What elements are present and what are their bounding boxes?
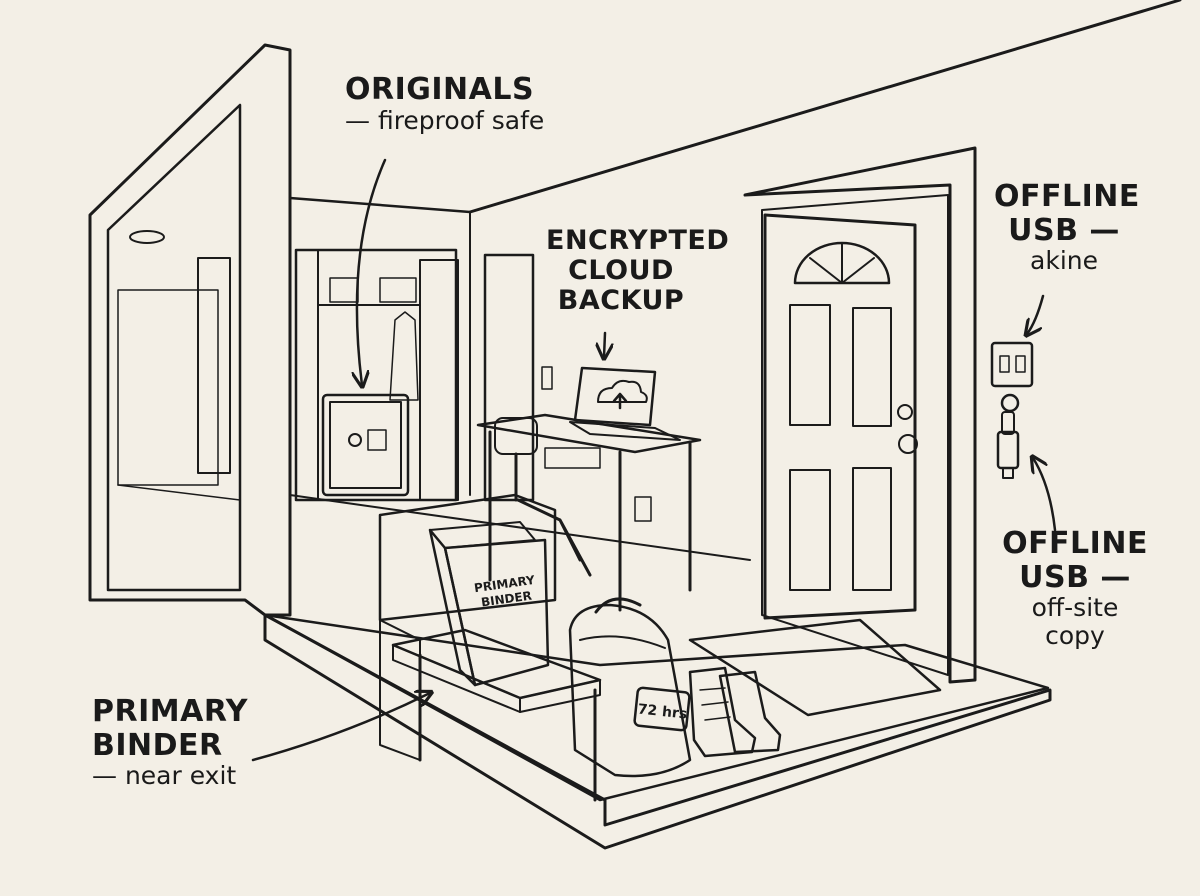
annotation-cloud-line2: CLOUD: [568, 255, 674, 287]
doormat: [688, 618, 942, 717]
wall-switch-plate: [990, 341, 1034, 388]
annotation-usb-offsite-line1: OFFLINE: [1002, 526, 1148, 561]
arrow-usb-offsite-to-drive: [1033, 458, 1057, 532]
annotation-primary-binder: PRIMARY BINDER — near exit: [92, 695, 248, 790]
side-doorway: [483, 253, 553, 502]
laptop: [569, 366, 681, 441]
usb-drive-keyring: [996, 393, 1020, 479]
annotation-usb-offsite-detail2: copy: [1045, 621, 1105, 651]
annotation-usb-offsite-detail1: off-site: [1031, 593, 1119, 623]
closet: [294, 248, 459, 502]
annotation-usb-offsite-line2: USB —: [1019, 559, 1131, 595]
annotation-arrows: [251, 158, 1057, 762]
annotation-cloud-line1: ENCRYPTED: [546, 225, 730, 256]
fireproof-safe: [321, 393, 410, 497]
annotation-cloud-line3: BACKUP: [557, 285, 685, 317]
arrow-binder-to-bench: [251, 693, 430, 762]
annotation-usb-akine-line2: USB —: [1008, 212, 1120, 248]
entry-bench: [378, 493, 602, 802]
annotation-originals-detail: — fireproof safe: [345, 105, 545, 135]
go-bag-backpack: 72 hrs: [568, 597, 692, 778]
desk: [476, 413, 702, 612]
annotation-usb-akine-line1: OFFLINE: [994, 179, 1140, 214]
annotation-cloud-backup: ENCRYPTED CLOUD BACKUP: [546, 225, 730, 317]
annotation-originals: ORIGINALS — fireproof safe: [345, 73, 544, 135]
arrow-originals-to-safe: [357, 158, 387, 385]
arrow-cloud-to-laptop: [604, 331, 605, 357]
annotation-usb-akine-detail: akine: [1030, 246, 1098, 276]
annotation-binder-detail: — near exit: [92, 761, 237, 791]
back-wall: [288, 0, 1182, 561]
wall-outlet: [634, 496, 652, 522]
annotation-binder-line1: PRIMARY: [92, 694, 249, 729]
backpack-tag-label: 72 hrs: [637, 701, 688, 722]
left-cutaway-wall: [88, 43, 292, 617]
arrow-usb-akine-to-switch: [1027, 294, 1045, 334]
annotation-originals-title: ORIGINALS: [345, 72, 535, 107]
annotation-binder-line2: BINDER: [92, 727, 223, 763]
office-chair: [494, 417, 592, 577]
floor-slab: [263, 613, 1052, 850]
annotation-usb-akine: OFFLINE USB — akine: [994, 179, 1140, 276]
front-door: [743, 146, 977, 684]
annotation-usb-offsite: OFFLINE USB — off-site copy: [1000, 527, 1150, 650]
hiking-boots: [688, 666, 782, 758]
